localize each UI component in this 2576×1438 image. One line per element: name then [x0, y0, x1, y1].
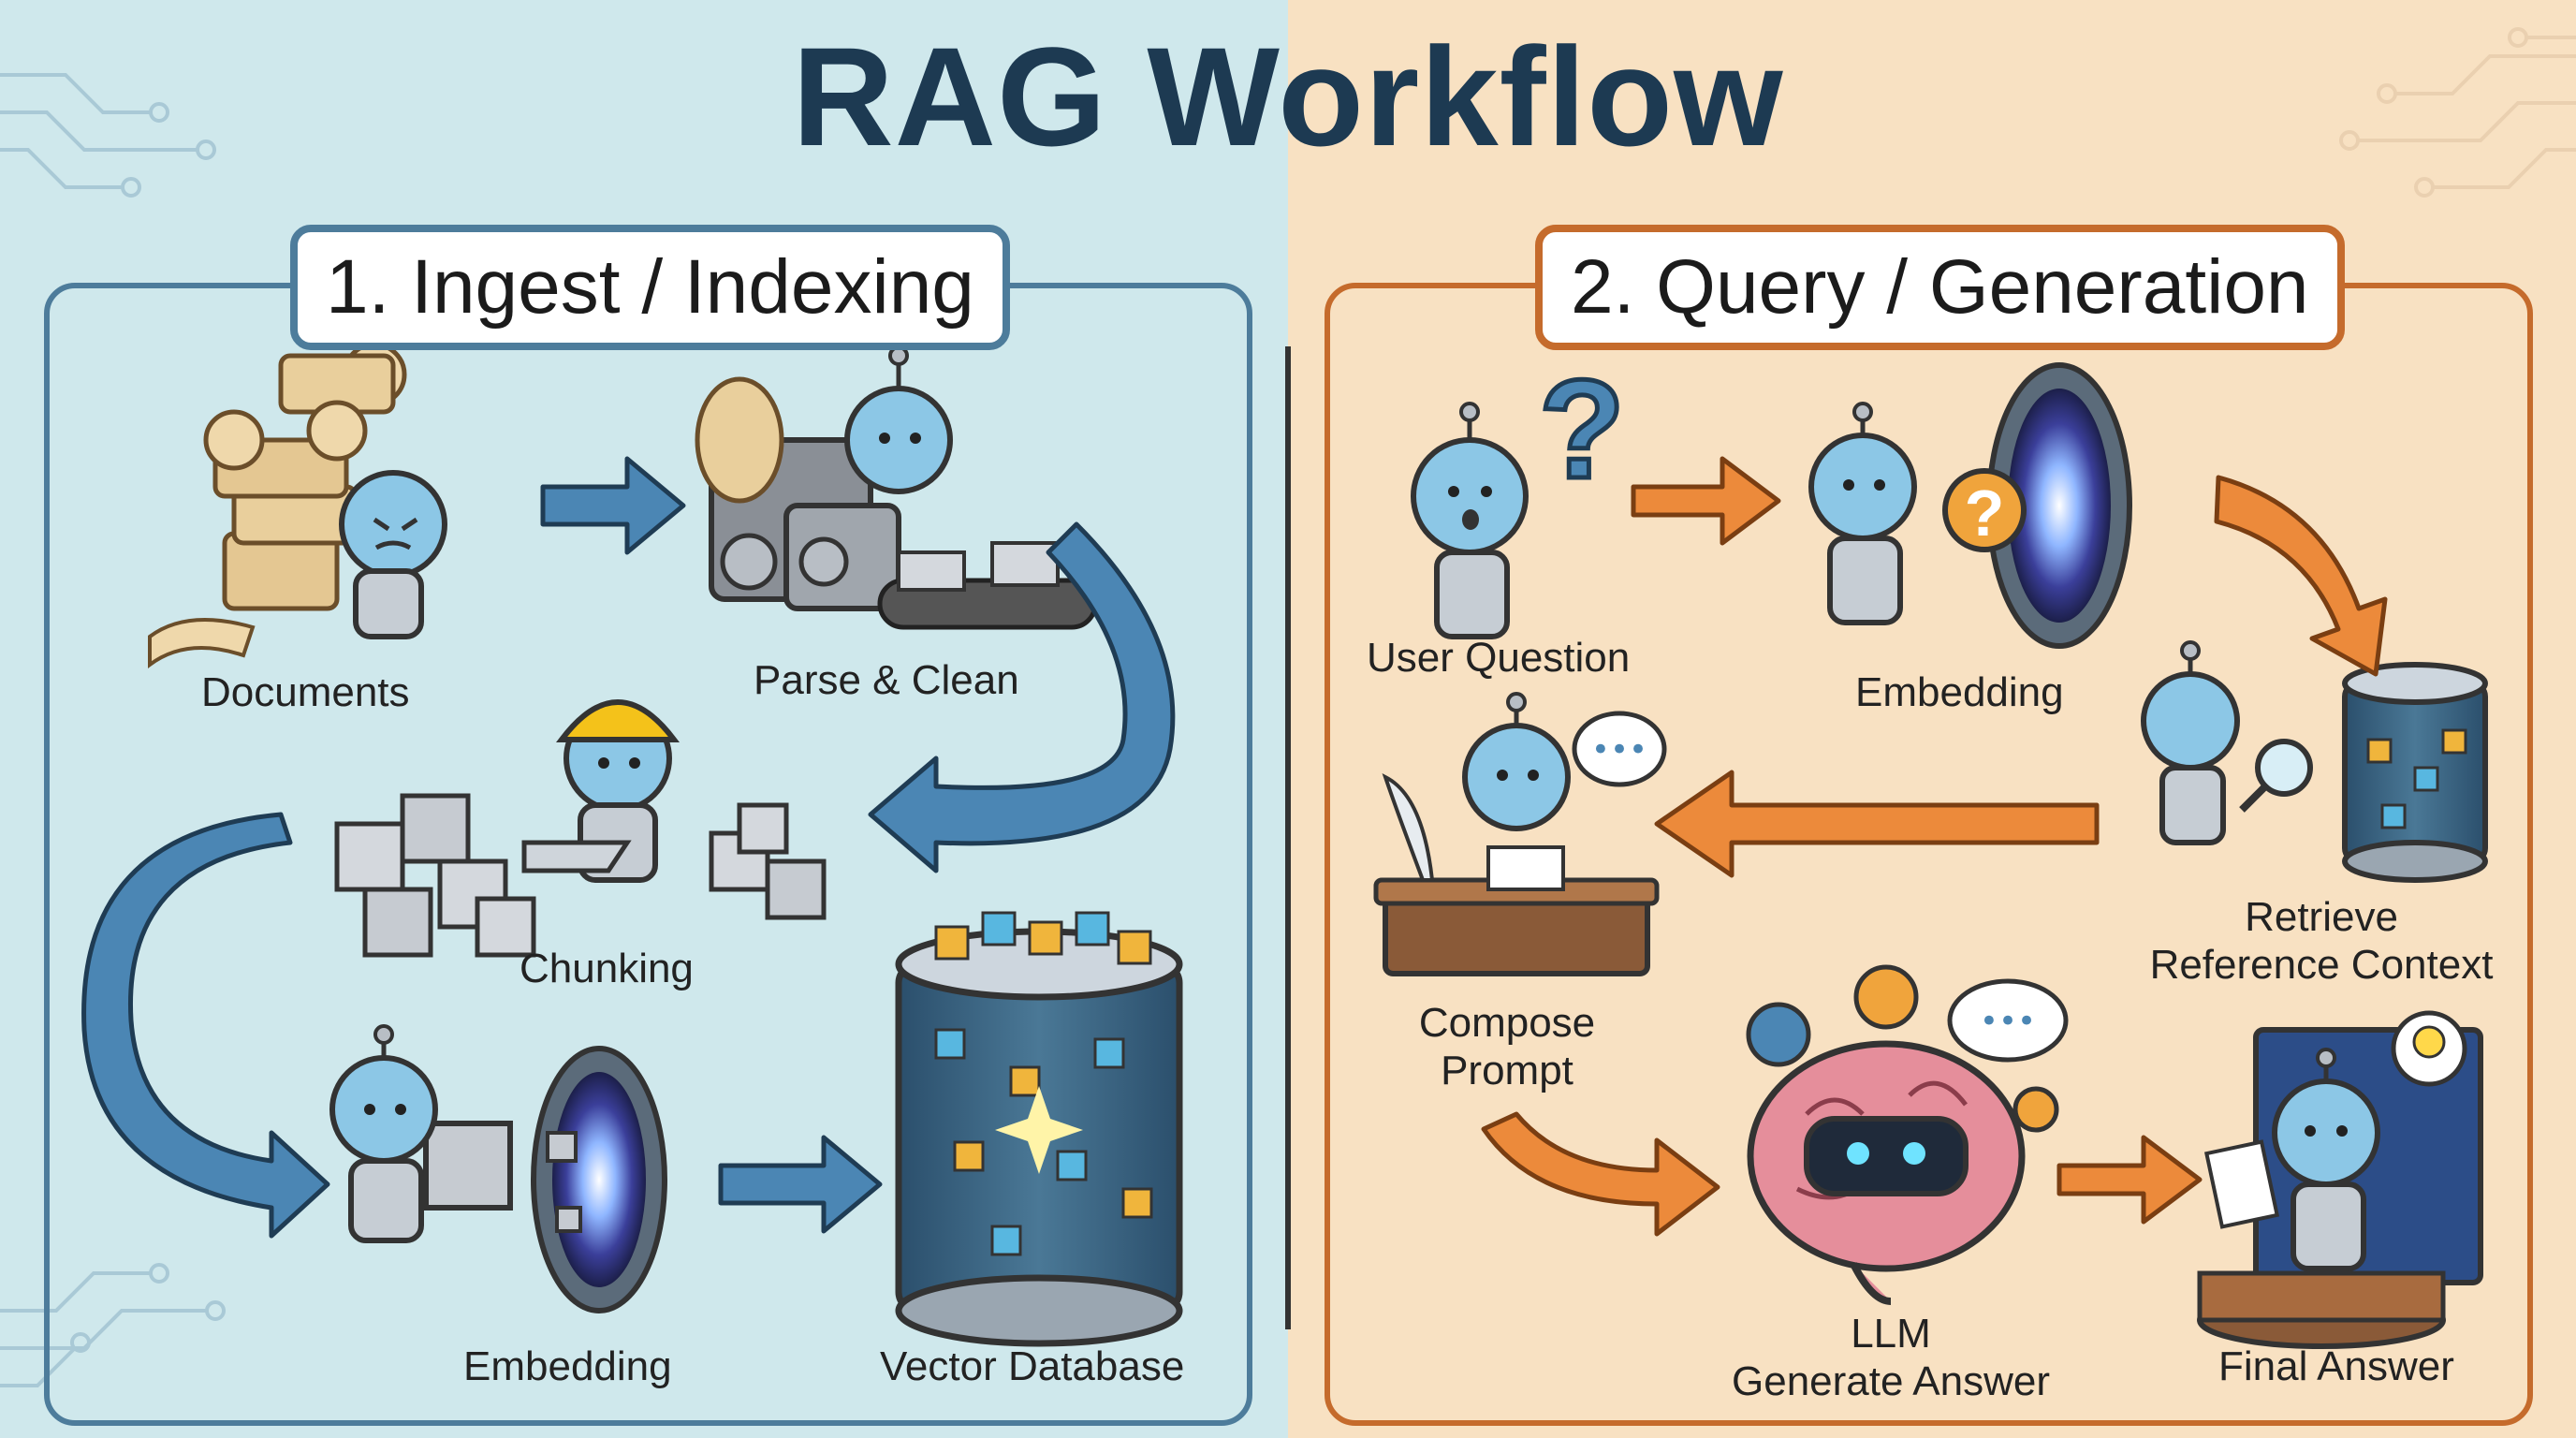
label-compose-line1: Compose: [1418, 1000, 1596, 1046]
user-question-illustration: [1411, 402, 1529, 639]
arrow-parse-to-chunking: [868, 521, 1176, 873]
llm-brain-illustration: [1746, 964, 2069, 1305]
label-retrieve-line2: Reference Context: [2149, 941, 2494, 988]
vector-database-illustration: [895, 911, 1183, 1347]
label-llm-line2: Generate Answer: [1732, 1357, 2050, 1404]
circuit-decoration-left: [0, 73, 226, 1387]
compose-speech-icon: •••: [1591, 731, 1647, 769]
label-final-answer: Final Answer: [2218, 1343, 2454, 1389]
label-embedding-query: Embedding: [1855, 669, 2064, 715]
label-chunking: Chunking: [520, 946, 694, 991]
label-documents: Documents: [201, 669, 410, 715]
ingest-section-title: 1. Ingest / Indexing: [290, 225, 1010, 351]
documents-illustration: [148, 342, 447, 668]
label-embedding-ingest: Embedding: [463, 1343, 672, 1389]
label-parse-clean: Parse & Clean: [754, 657, 1019, 703]
embedding-right-illustration: [1808, 362, 2132, 649]
label-llm-line1: LLM: [1851, 1311, 1931, 1357]
query-section-title: 2. Query / Generation: [1535, 225, 2345, 351]
page-title: RAG Workflow: [792, 18, 1784, 175]
question-orb-icon: ?: [1965, 477, 2005, 550]
compose-prompt-illustration: [1373, 692, 1667, 976]
chunking-illustration: [334, 699, 827, 958]
parse-clean-illustration: [695, 345, 1098, 630]
arrow-retrieve-to-compose: [1654, 770, 2100, 878]
ingest-arrows: [81, 456, 1176, 1239]
label-llm: LLM Generate Answer: [1713, 1311, 2069, 1405]
label-retrieve-line1: Retrieve: [2245, 894, 2398, 940]
question-mark-icon: ?: [1539, 350, 1625, 507]
arrow-question-to-embedding: [1631, 456, 1781, 546]
label-compose-prompt: Compose Prompt: [1404, 1000, 1610, 1094]
arrow-documents-to-parse: [540, 456, 686, 555]
arrow-llm-to-final: [2056, 1135, 2203, 1225]
arrow-embedding-to-retrieve: [2214, 475, 2388, 677]
final-answer-illustration: [2197, 1010, 2483, 1349]
label-vector-database: Vector Database: [880, 1343, 1185, 1389]
label-compose-line2: Prompt: [1441, 1047, 1573, 1093]
label-retrieve: Retrieve Reference Context: [2134, 894, 2509, 989]
arrow-compose-to-llm: [1481, 1111, 1720, 1237]
retrieve-illustration: [2141, 640, 2488, 883]
query-arrows: [1481, 456, 2388, 1237]
llm-thought-icon: •••: [1980, 1003, 2036, 1040]
embedding-left-illustration: [329, 1024, 667, 1313]
arrow-embedding-to-vectordb: [718, 1135, 883, 1234]
label-user-question: User Question: [1367, 635, 1631, 681]
circuit-decoration-right: [2339, 27, 2576, 198]
arrow-chunking-to-embedding: [81, 812, 330, 1239]
